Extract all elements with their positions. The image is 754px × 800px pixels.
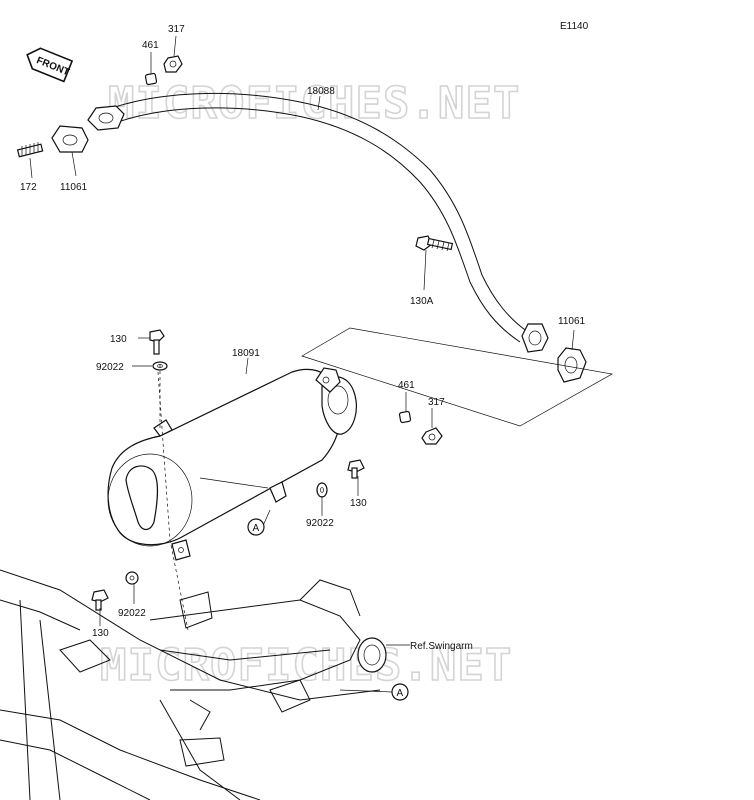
front-arrow-icon: FRONT [26,47,74,83]
diagram-code: E1140 [560,21,589,32]
washer-92022-mid [316,482,328,498]
label-18088: 18088 [307,86,335,97]
nut-317-top [163,55,183,73]
label-130A: 130A [410,296,434,307]
nut-461-mid [398,410,412,424]
label-317-top: 317 [168,24,185,35]
label-92022-mid: 92022 [306,518,334,529]
bolt-130A [415,235,454,252]
label-317-mid: 317 [428,397,445,408]
label-92022-top: 92022 [96,362,124,373]
watermark-top: MICROFICHES.NET [108,78,520,129]
label-461-mid: 461 [398,380,415,391]
label-172: 172 [20,182,37,193]
bolt-130-top [149,329,165,355]
nut-461-top [144,72,158,86]
label-92022-bot: 92022 [118,608,146,619]
exhaust-pipe-18088 [87,92,549,353]
label-461-top: 461 [142,40,159,51]
svg-text:A: A [397,688,404,699]
svg-text:A: A [253,523,260,534]
bolt-130-mid [347,459,365,479]
label-130-mid: 130 [350,498,367,509]
label-18091: 18091 [232,348,260,359]
ref-circle-a-upper: A [247,518,265,536]
swingarm-frame [0,569,387,800]
label-130-bot: 130 [92,628,109,639]
assembly-guide-box [301,327,614,427]
nut-317-mid [421,427,443,445]
washer-92022-bot [125,571,139,585]
muffler-18091 [107,367,357,561]
watermark-bottom: MICROFICHES.NET [100,640,512,691]
bolt-130-bot [91,589,109,611]
label-11061-left: 11061 [60,182,88,193]
gasket-11061-left [51,125,89,153]
label-11061-right: 11061 [558,316,586,327]
label-130-top: 130 [110,334,127,345]
stud-172 [16,142,44,158]
gasket-11061-right [557,347,587,383]
ref-circle-a-lower: A [391,683,409,701]
label-ref-swingarm: Ref.Swingarm [410,641,473,652]
